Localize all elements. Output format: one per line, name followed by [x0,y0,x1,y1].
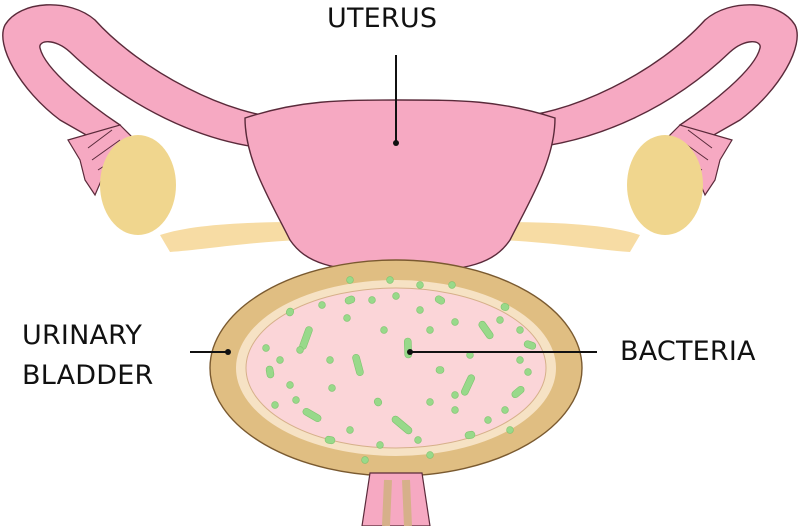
bacterium-coccus [426,326,434,334]
bacterium-coccus [516,326,524,334]
bacterium-rod [265,365,275,379]
bacterium-coccus [414,436,422,444]
left-fallopian-tube [2,4,291,151]
bacterium-coccus [451,318,459,326]
bacterium-coccus [416,281,424,289]
label-bacteria: BACTERIA [620,336,756,367]
bacterium-rod [434,295,446,305]
bacterium-coccus [346,426,354,434]
bacteria-cluster [262,276,537,464]
uterus-pointer-dot [393,140,399,146]
bacterium-coccus [416,306,424,314]
left-ovarian-ligament [160,222,300,252]
urethra [361,472,431,527]
bacterium-rod [478,320,494,340]
bacterium-coccus [271,401,279,409]
bacterium-coccus [451,391,459,399]
bacterium-rod [302,407,322,423]
bladder-lumen [245,287,547,449]
bacterium-rod [391,415,413,435]
bacterium-coccus [361,456,369,464]
bacterium-coccus [343,314,351,322]
bacterium-coccus [368,296,376,304]
right-ovarian-ligament [500,222,640,252]
left-ovary [100,135,176,235]
bacterium-coccus [276,356,284,364]
bacterium-rod [403,337,413,359]
bacterium-rod [344,295,356,305]
bacterium-coccus [451,406,459,414]
bladder-pointer-dot [225,349,231,355]
right-fallopian-tube [499,4,798,151]
bacterium-coccus [386,276,394,284]
bacterium-coccus [292,396,300,404]
bacterium-coccus [426,451,434,459]
bacterium-coccus [392,292,400,300]
bacterium-coccus [506,426,514,434]
bacterium-coccus [346,276,354,284]
right-ovary [627,135,703,235]
bacterium-rod [352,353,364,377]
bacterium-coccus [524,368,532,376]
label-urinary-bladder-line1: URINARY [22,320,143,351]
bacterium-rod [324,435,336,445]
bacterium-coccus [496,316,504,324]
bacterium-coccus [262,344,270,352]
label-urinary-bladder: URINARY BLADDER [22,316,153,396]
bacterium-rod [461,374,475,396]
bacterium-rod [464,430,476,440]
bacterium-coccus [484,416,492,424]
bacterium-rod [511,385,525,399]
bacterium-rod [435,366,445,374]
bacterium-rod [373,397,383,407]
uterus-body [244,99,556,273]
bacterium-coccus [380,326,388,334]
bacterium-coccus [326,356,334,364]
bacterium-coccus [318,301,326,309]
bacterium-coccus [516,356,524,364]
bacterium-coccus [448,281,456,289]
bacterium-coccus [296,346,304,354]
bacterium-coccus [328,384,336,392]
bacterium-rod [500,303,510,311]
bacterium-rod [523,340,537,350]
label-urinary-bladder-line2: BLADDER [22,360,154,391]
bacterium-coccus [286,381,294,389]
bacteria-pointer-dot [407,349,413,355]
label-uterus: UTERUS [327,3,438,34]
bacterium-coccus [426,398,434,406]
bacterium-coccus [501,406,509,414]
bacterium-coccus [376,441,384,449]
bacterium-rod [285,307,295,317]
